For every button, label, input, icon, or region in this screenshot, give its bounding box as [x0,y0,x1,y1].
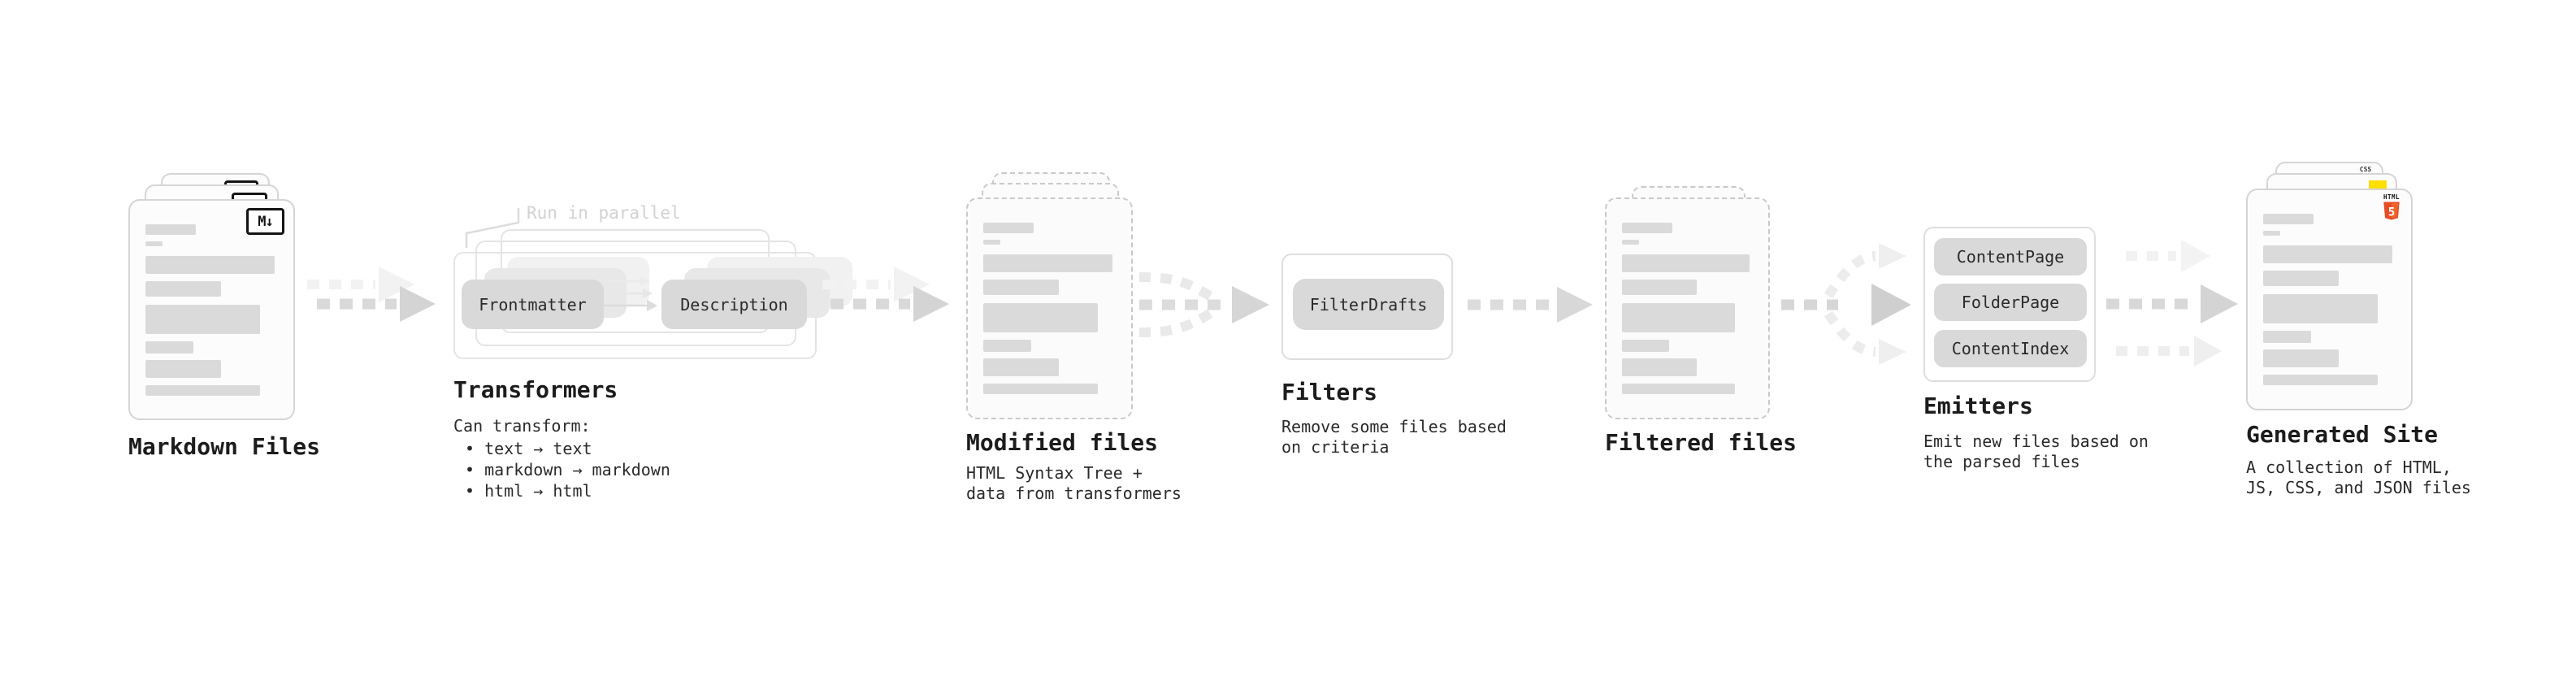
description-chip: Description [661,280,807,329]
text-line-bar [145,241,163,246]
contentpage-chip: ContentPage [1934,238,2087,275]
transformers-desc-heading: Can transform: [453,416,591,436]
stage-title-generated: Generated Site [2246,421,2439,448]
text-line-bar [145,305,261,334]
css-icon-label: CSS [2359,166,2372,173]
filtered-page-front [1605,197,1770,419]
text-line-bar [2263,214,2314,224]
modified-page-front [966,197,1133,419]
text-line-bar [1622,254,1750,272]
html5-icon: HTML 5 [2382,194,2401,224]
text-line-bar [1622,303,1736,332]
document-text-lines [2263,214,2396,385]
text-line-bar [145,385,261,396]
emitters-subtitle-line: Emit new files based on [1923,432,2149,451]
text-line-bar [145,224,197,235]
text-line-bar [983,223,1034,233]
contentindex-chip: ContentIndex [1934,330,2087,367]
modified-subtitle-line: data from transformers [966,484,1182,503]
filters-subtitle-line: on criteria [1281,437,1390,457]
arrows-emitters-to-generated [2106,240,2238,367]
filterdrafts-chip: FilterDrafts [1293,279,1444,330]
text-line-bar [983,303,1099,332]
stage-title-markdown: Markdown Files [128,433,321,460]
run-in-parallel-note: Run in parallel [527,203,681,223]
arrow-markdown-to-transformers [307,267,436,322]
text-line-bar [2263,331,2312,343]
html5-icon-label: HTML [2383,193,2400,201]
text-line-bar [145,360,222,378]
filters-subtitle-line: Remove some files based [1281,417,1507,436]
arrow-filtered-to-emitters-split [1781,243,1911,365]
stage-title-modified: Modified files [966,429,1159,456]
html5-digit: 5 [2388,206,2396,219]
text-line-bar [1622,384,1736,394]
text-line-bar [145,281,222,297]
js-icon [2369,180,2387,190]
text-line-bar [983,340,1032,352]
html5-shield: 5 [2383,202,2400,220]
text-line-bar [2263,231,2281,236]
generated-subtitle-line: A collection of HTML, [2246,458,2452,477]
transformers-bullet: • text → text [465,439,592,458]
stage-title-filters: Filters [1281,379,1378,406]
document-text-lines [983,223,1117,394]
text-line-bar [2263,294,2379,323]
markdown-icon: M↓ [246,208,284,235]
document-text-lines [145,224,279,396]
text-line-bar [983,254,1113,272]
text-line-bar [145,256,275,274]
modified-subtitle-line: HTML Syntax Tree + [966,463,1143,483]
stage-title-transformers: Transformers [453,376,618,403]
text-line-bar [983,384,1099,394]
arrow-modified-to-filters-merge [1138,272,1269,337]
generated-subtitle-line: JS, CSS, and JSON files [2246,478,2471,497]
text-line-bar [983,358,1060,376]
text-line-bar [1622,223,1672,233]
arrow-filters-to-filtered [1468,287,1593,323]
transformers-bullet: • html → html [465,481,592,501]
markdown-page-front: M↓ [128,199,295,420]
emitters-subtitle-line: the parsed files [1923,452,2080,471]
text-line-bar [1622,340,1670,352]
text-line-bar [983,280,1060,295]
folderpage-chip: FolderPage [1934,284,2087,321]
text-line-bar [2263,271,2340,286]
text-line-bar [2263,245,2393,263]
stage-title-filtered: Filtered files [1605,429,1798,456]
document-text-lines [1622,223,1754,394]
text-line-bar [2263,349,2340,367]
text-line-bar [145,341,194,354]
text-line-bar [2263,375,2379,385]
text-line-bar [1622,240,1640,245]
text-line-bar [983,240,1001,245]
frontmatter-chip: Frontmatter [462,280,604,329]
generated-page-html: HTML 5 [2246,189,2413,410]
text-line-bar [1622,280,1698,295]
text-line-bar [1622,358,1698,376]
transformers-bullet: • markdown → markdown [465,460,670,479]
stage-title-emitters: Emitters [1923,393,2033,419]
